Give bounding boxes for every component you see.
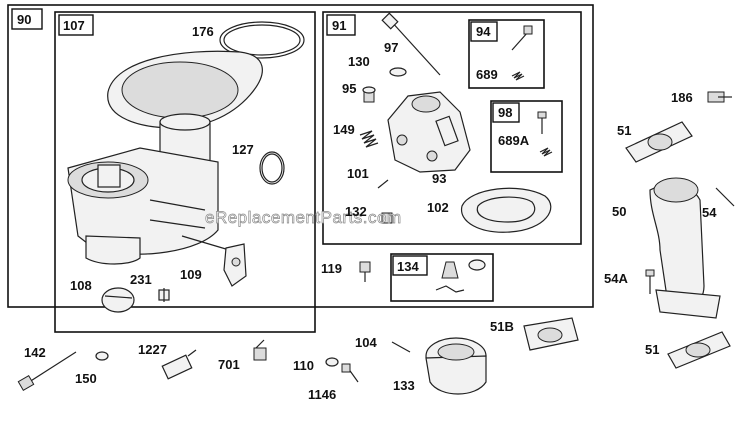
gasket-102-drawing — [461, 187, 552, 233]
group-box-134 — [390, 253, 494, 302]
fitting-186-drawing — [707, 91, 732, 103]
gasket-51-top-drawing — [625, 121, 693, 163]
label-90: 90 — [17, 12, 31, 27]
callout-50[interactable]: 50 — [612, 204, 626, 219]
intake-pipe-50-drawing — [649, 177, 721, 319]
callout-130[interactable]: 130 — [348, 54, 370, 69]
screw-98-drawing — [537, 111, 547, 134]
screw-94-drawing — [511, 25, 533, 51]
callout-689[interactable]: 689 — [476, 67, 498, 82]
callout-150[interactable]: 150 — [75, 371, 97, 386]
watermark: eReplacementParts.com — [205, 208, 402, 227]
callout-132[interactable]: 132 — [345, 204, 367, 219]
group-box-107 — [54, 11, 316, 333]
callout-110[interactable]: 110 — [293, 358, 314, 373]
gasket-176-drawing — [219, 21, 305, 59]
group-box-94 — [468, 19, 545, 89]
callout-102[interactable]: 102 — [427, 200, 449, 215]
callout-108[interactable]: 108 — [70, 278, 92, 293]
callout-1227[interactable]: 1227 — [138, 342, 167, 357]
callout-119[interactable]: 119 — [321, 261, 342, 276]
part-134-drawing — [435, 259, 486, 293]
carburetor-body-drawing — [67, 50, 263, 265]
group-box-90 — [7, 4, 594, 308]
callout-186[interactable]: 186 — [671, 90, 693, 105]
callout-109[interactable]: 109 — [180, 267, 202, 282]
needle-142-drawing — [17, 351, 77, 392]
choke-plate-108-drawing — [101, 287, 135, 313]
washer-130-drawing — [389, 67, 407, 77]
screw-54-drawing — [715, 187, 735, 207]
spring-689a-drawing — [539, 147, 553, 157]
callout-51b[interactable]: 51B — [490, 319, 514, 334]
callout-127[interactable]: 127 — [232, 142, 254, 157]
fitting-701-drawing — [253, 339, 267, 361]
callout-51-top[interactable]: 51 — [617, 123, 631, 138]
callout-54a[interactable]: 54A — [604, 271, 628, 286]
callout-104[interactable]: 104 — [355, 335, 377, 350]
callout-1146[interactable]: 1146 — [308, 387, 336, 402]
washer-150-drawing — [95, 351, 109, 361]
screw-1146-drawing — [341, 363, 359, 383]
callout-101[interactable]: 101 — [347, 166, 369, 181]
spring-689-drawing — [511, 71, 525, 81]
label-box-98 — [492, 102, 520, 123]
label-134: 134 — [397, 259, 419, 274]
group-box-98 — [490, 100, 563, 173]
callout-689a[interactable]: 689A — [498, 133, 530, 148]
o-ring-127-drawing — [259, 151, 285, 185]
spring-149-drawing — [359, 130, 379, 148]
callout-93[interactable]: 93 — [432, 171, 446, 186]
label-91: 91 — [332, 18, 346, 33]
gasket-51b-drawing — [523, 317, 579, 351]
gasket-51-bottom-drawing — [667, 331, 731, 369]
label-94: 94 — [476, 24, 491, 39]
washer-110-drawing — [325, 357, 339, 367]
callout-54[interactable]: 54 — [702, 205, 717, 220]
throttle-shaft-109-drawing — [181, 235, 247, 287]
fuel-pump-body-drawing — [387, 91, 471, 173]
callout-133[interactable]: 133 — [393, 378, 415, 393]
pin-104-drawing — [391, 341, 411, 353]
pin-101-drawing — [377, 179, 389, 189]
label-box-90 — [11, 8, 43, 30]
label-98: 98 — [498, 105, 512, 120]
needle-97-drawing — [381, 12, 441, 76]
group-box-91 — [322, 11, 582, 245]
screw-132-drawing — [381, 212, 393, 224]
callout-51-bottom[interactable]: 51 — [645, 342, 659, 357]
callout-95[interactable]: 95 — [342, 81, 356, 96]
label-107: 107 — [63, 18, 85, 33]
callout-97[interactable]: 97 — [384, 40, 398, 55]
callout-142[interactable]: 142 — [24, 345, 46, 360]
screw-119-drawing — [359, 261, 371, 282]
plug-95-drawing — [362, 86, 376, 103]
callout-149[interactable]: 149 — [333, 122, 355, 137]
float-bowl-133-drawing — [425, 337, 487, 395]
screw-231-drawing — [158, 288, 170, 302]
label-box-91 — [326, 14, 356, 36]
label-box-134 — [392, 255, 428, 276]
solenoid-1227-drawing — [161, 349, 197, 380]
label-box-107 — [58, 14, 94, 36]
screw-54a-drawing — [645, 269, 655, 294]
callout-176[interactable]: 176 — [192, 24, 214, 39]
label-box-94 — [470, 21, 498, 42]
callout-231[interactable]: 231 — [130, 272, 152, 287]
callout-701[interactable]: 701 — [218, 357, 240, 372]
